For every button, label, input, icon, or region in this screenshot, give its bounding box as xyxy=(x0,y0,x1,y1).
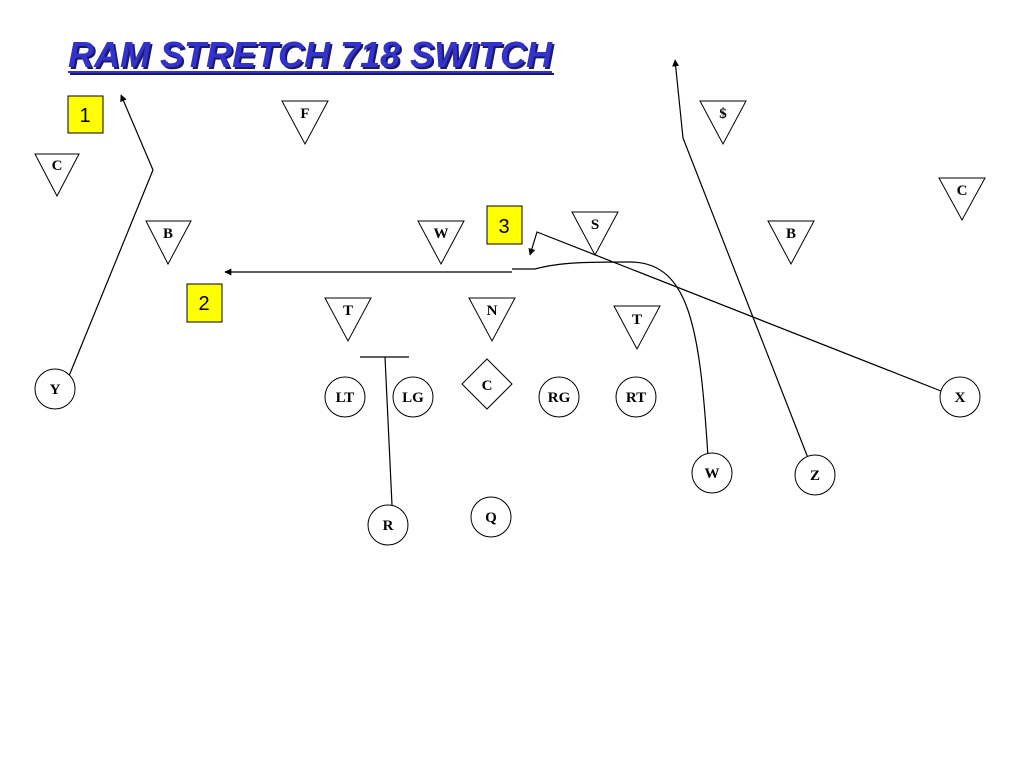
center: C xyxy=(461,358,513,410)
receiver-w: W xyxy=(691,452,733,494)
defender-t-left: T xyxy=(324,297,372,343)
svg-text:LG: LG xyxy=(402,390,424,406)
defender-f: F xyxy=(281,100,329,146)
svg-text:W: W xyxy=(705,466,720,482)
svg-text:X: X xyxy=(955,390,966,406)
z-route xyxy=(672,59,809,459)
left-tackle: LT xyxy=(324,376,366,418)
svg-text:T: T xyxy=(343,303,353,319)
svg-text:RG: RG xyxy=(548,390,571,406)
defender-w: W xyxy=(417,220,465,266)
quarterback-q: Q xyxy=(470,496,512,538)
svg-text:B: B xyxy=(163,226,173,242)
w-route xyxy=(512,261,709,458)
svg-text:RT: RT xyxy=(626,390,646,406)
receiver-x: X xyxy=(939,376,981,418)
svg-text:1: 1 xyxy=(79,105,90,127)
svg-text:Y: Y xyxy=(50,382,61,398)
x-route xyxy=(528,231,942,392)
right-tackle: RT xyxy=(615,376,657,418)
receiver-y: Y xyxy=(34,368,76,410)
svg-text:LT: LT xyxy=(336,390,355,406)
svg-text:C: C xyxy=(957,183,968,199)
svg-text:C: C xyxy=(52,158,63,174)
y-route xyxy=(68,94,154,377)
defender-b-right: B xyxy=(767,220,815,266)
defender-s: S xyxy=(571,211,619,257)
tag-2: 2 xyxy=(186,283,223,323)
defender-n: N xyxy=(468,297,516,343)
svg-text:B: B xyxy=(786,226,796,242)
svg-text:Q: Q xyxy=(485,510,497,526)
play-title: RAM STRETCH 718 SWITCH xyxy=(68,34,553,75)
svg-text:W: W xyxy=(434,226,449,242)
svg-text:2: 2 xyxy=(198,293,209,315)
running-back-r: R xyxy=(367,504,409,546)
svg-text:$: $ xyxy=(719,106,727,122)
svg-text:T: T xyxy=(632,312,642,328)
r-block-line xyxy=(384,356,393,506)
svg-text:C: C xyxy=(482,378,493,394)
right-guard: RG xyxy=(538,376,580,418)
svg-text:N: N xyxy=(487,303,498,319)
tag-3: 3 xyxy=(486,205,523,245)
svg-text:S: S xyxy=(591,217,599,233)
svg-text:F: F xyxy=(300,106,309,122)
defender-c-right: C xyxy=(938,177,986,222)
svg-text:3: 3 xyxy=(498,216,509,238)
defender-t-right: T xyxy=(613,305,661,351)
receiver-z: Z xyxy=(794,454,836,496)
defender-c-left: C xyxy=(34,153,80,198)
tag-1: 1 xyxy=(67,95,104,134)
defender-b-left: B xyxy=(145,220,192,266)
svg-text:Z: Z xyxy=(810,468,820,484)
defender-dollar: $ xyxy=(699,100,747,146)
svg-text:R: R xyxy=(383,518,394,534)
left-guard: LG xyxy=(392,376,434,418)
